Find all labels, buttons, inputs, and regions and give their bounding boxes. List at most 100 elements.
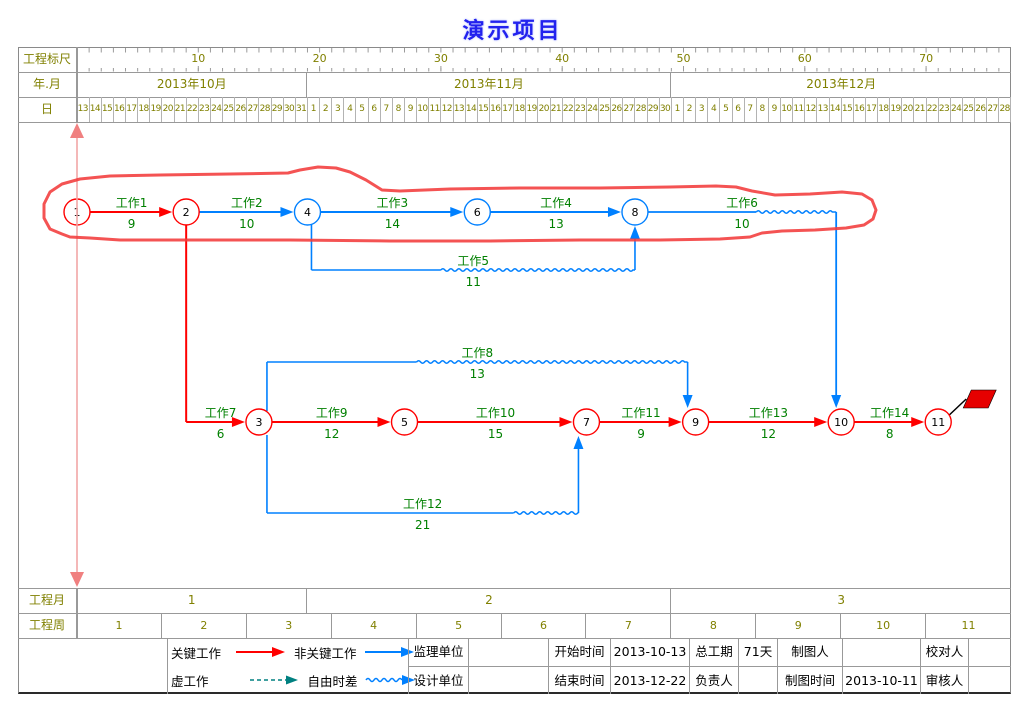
day-cell: 15 (477, 97, 490, 122)
day-cell: 19 (890, 97, 903, 122)
project-week-cell: 11 (961, 619, 976, 632)
day-cell: 24 (586, 97, 600, 122)
day-cell: 13 (817, 97, 830, 122)
ruler-tick-label: 40 (555, 52, 570, 65)
day-cell: 29 (271, 97, 284, 122)
day-cell: 19 (150, 97, 163, 122)
day-cell: 8 (756, 97, 769, 122)
draft-time-value-cell: 2013-10-11 (842, 666, 920, 694)
auditor-value-cell (968, 666, 1011, 694)
day-cell: 26 (975, 97, 988, 122)
day-cell: 28 (999, 97, 1012, 122)
row-divider (18, 122, 1011, 123)
day-cell: 17 (502, 97, 515, 122)
day-cell: 21 (914, 97, 927, 122)
day-cell: 10 (417, 97, 430, 122)
total-duration-label-cell: 总工期 (689, 638, 738, 666)
day-cell: 5 (720, 97, 733, 122)
project-week-cell: 6 (502, 613, 587, 638)
day-cell: 25 (223, 97, 236, 122)
day-cell: 15 (101, 97, 114, 122)
day-cell: 23 (198, 97, 211, 122)
ruler-tick-label: 20 (312, 52, 327, 65)
project-month-row-label: 工程月 (18, 588, 77, 613)
day-cell: 12 (441, 97, 454, 122)
day-cell: 29 (647, 97, 660, 122)
ruler-row-label: 工程标尺 (18, 47, 77, 72)
day-cell: 2 (320, 97, 333, 122)
day-cell: 16 (853, 97, 866, 122)
project-month-cell: 1 (77, 588, 308, 613)
day-cell: 1 (307, 97, 321, 122)
day-cell: 4 (708, 97, 721, 122)
ruler-tick-label: 60 (797, 52, 812, 65)
drafter-label-cell: 制图人 (777, 638, 842, 666)
day-cell: 13 (77, 97, 90, 122)
dummy-arrow-icon (249, 675, 298, 685)
day-cell: 26 (611, 97, 624, 122)
day-cell: 13 (453, 97, 466, 122)
row-divider (18, 97, 1011, 98)
day-cell: 22 (926, 97, 939, 122)
project-week-cell: 8 (671, 613, 757, 638)
day-cell: 20 (902, 97, 915, 122)
day-cell: 14 (829, 97, 842, 122)
project-week-cell: 9 (756, 613, 842, 638)
day-cell: 11 (793, 97, 806, 122)
day-cell: 4 (344, 97, 357, 122)
drafter-value-cell (842, 638, 920, 666)
ruler-tick-label: 10 (191, 52, 206, 65)
month-cell: 2013年11月 (307, 72, 672, 97)
day-cell: 24 (950, 97, 963, 122)
day-cell: 16 (489, 97, 503, 122)
supervisor-label-cell: 监理单位 (408, 638, 468, 666)
legend-free-float-label: 自由时差 (307, 673, 358, 689)
manager-value-cell (738, 666, 777, 694)
day-row-label: 日 (18, 97, 77, 122)
day-cell: 7 (380, 97, 393, 122)
day-cell: 14 (89, 97, 102, 122)
ruler-tick-label: 30 (433, 52, 448, 65)
project-week-row-label: 工程周 (18, 613, 77, 638)
row-divider (18, 613, 1011, 614)
label-column-border (77, 588, 78, 638)
ruler-tick-label: 70 (919, 52, 934, 65)
day-cell: 21 (174, 97, 187, 122)
project-week-cell: 3 (247, 613, 332, 638)
project-month-cell: 3 (837, 593, 845, 607)
row-divider (18, 72, 1011, 73)
legend-critical: 关键工作 非关键工作 (171, 638, 414, 666)
row-divider (18, 588, 1011, 589)
day-cell: 18 (138, 97, 151, 122)
supervisor-value-cell (468, 638, 548, 666)
sheet-frame (18, 47, 1011, 694)
project-week-cell: 1 (77, 613, 162, 638)
project-week-cell: 5 (417, 613, 502, 638)
auditor-label-cell: 审核人 (920, 666, 968, 694)
end-time-label-cell: 结束时间 (548, 666, 610, 694)
legend-cell (167, 638, 408, 694)
critical-arrow-icon (236, 647, 286, 657)
day-cell: 16 (113, 97, 126, 122)
project-week-cell: 2 (162, 613, 247, 638)
legend-critical-label: 关键工作 (171, 645, 222, 661)
day-cell: 25 (962, 97, 976, 122)
row-divider (18, 638, 1011, 639)
draft-time-label-cell: 制图时间 (777, 666, 842, 694)
day-cell: 27 (623, 97, 636, 122)
month-cell: 2013年12月 (806, 77, 877, 91)
day-cell: 30 (283, 97, 296, 122)
project-week-cell: 4 (332, 613, 417, 638)
project-week-cell: 7 (586, 613, 672, 638)
year-month-row-label: 年.月 (18, 72, 77, 97)
day-cell: 31 (295, 97, 308, 122)
day-cell: 10 (781, 97, 794, 122)
checker-label-cell: 校对人 (920, 638, 968, 666)
day-cell: 27 (247, 97, 260, 122)
day-cell: 23 (574, 97, 587, 122)
day-cell: 27 (987, 97, 1000, 122)
start-time-label-cell: 开始时间 (548, 638, 610, 666)
day-cell: 30 (659, 97, 672, 122)
checker-value-cell (968, 638, 1011, 666)
